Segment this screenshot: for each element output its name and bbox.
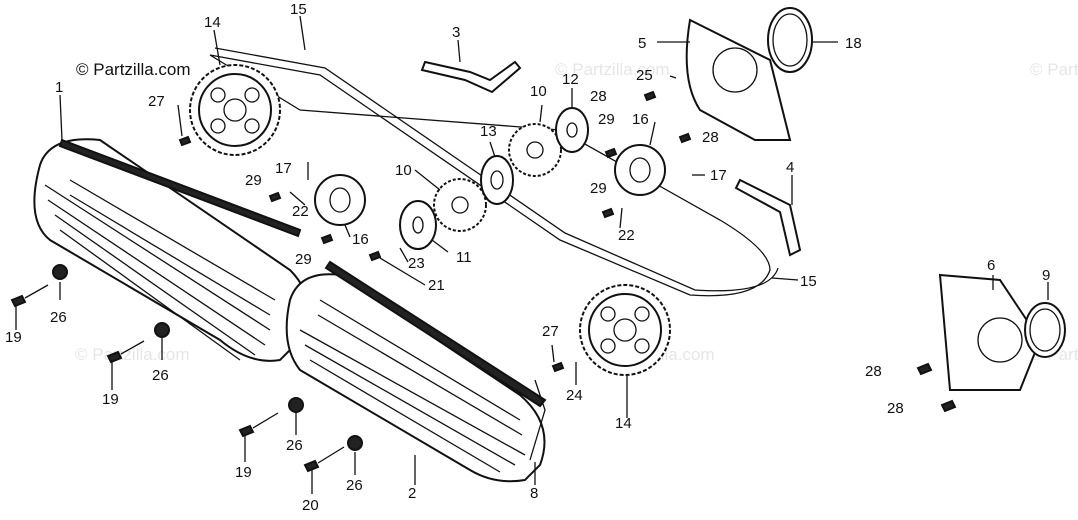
gasket-18 [767,7,813,73]
callout-12: 12 [562,71,579,88]
callout-28c: 28 [865,363,882,380]
bracket-3 [420,60,522,94]
callout-16a: 16 [352,231,369,248]
callout-22a: 22 [292,203,309,220]
callout-11: 11 [456,249,472,266]
callout-29b: 29 [295,251,312,268]
callout-28b: 28 [702,129,719,146]
callout-26a: 26 [50,309,67,326]
nuts [52,264,363,451]
callout-25: 25 [636,67,653,84]
watermark-3: © Partzilla.com [75,345,190,364]
callout-23: 23 [408,255,425,272]
callout-29c: 29 [598,111,615,128]
callout-28a: 28 [590,88,607,105]
cover-right [285,260,547,483]
callout-10a: 10 [395,162,412,179]
callout-1: 1 [55,79,63,96]
callout-4: 4 [786,159,794,176]
callout-24: 24 [566,387,583,404]
callout-13: 13 [480,123,497,140]
callout-21: 21 [428,277,445,294]
callout-15a: 15 [290,1,307,18]
plate-5 [685,18,792,141]
callout-9: 9 [1042,267,1050,284]
callout-3: 3 [452,24,460,41]
callout-6: 6 [987,257,995,274]
cover-left [33,138,309,362]
gear-lower-center [579,284,671,376]
flange-13 [480,155,514,205]
callout-29d: 29 [590,180,607,197]
leader-lines [15,15,1049,494]
callout-5: 5 [638,35,646,52]
washer-12 [555,107,589,153]
callout-22b: 22 [618,227,635,244]
tensioner-left [314,174,366,226]
callout-17a: 17 [275,160,292,177]
callout-14b: 14 [615,415,632,432]
callout-19a: 19 [5,329,22,346]
callout-28d: 28 [887,400,904,417]
callout-18: 18 [845,35,862,52]
callout-17b: 17 [710,167,727,184]
callout-16b: 16 [632,111,649,128]
callout-8: 8 [530,485,538,502]
callout-15b: 15 [800,273,817,290]
callout-10b: 10 [530,83,547,100]
callout-27b: 27 [542,323,559,340]
callout-26c: 26 [286,437,303,454]
callout-27a: 27 [148,93,165,110]
small-gear-10a [433,178,487,232]
plate-6 [938,273,1042,391]
tensioner-right [614,144,666,196]
callout-26b: 26 [152,367,169,384]
callout-20: 20 [302,497,319,514]
gear-upper-left [189,64,281,156]
callout-2: 2 [408,485,416,502]
timing-belt [209,47,779,297]
copyright-text: © Partzilla.com [76,60,191,79]
callout-19b: 19 [102,391,119,408]
belt-8-cord [529,379,546,461]
callouts: 1 2 3 4 5 6 8 9 10 10 11 12 13 14 14 15 … [5,1,1050,514]
bracket-4 [734,178,802,257]
callout-19c: 19 [235,464,252,481]
small-gear-10b [508,123,562,177]
callout-26d: 26 [346,477,363,494]
watermark-2: © Partzilla.com [1030,60,1078,79]
callout-29a: 29 [245,172,262,189]
bolts [10,90,957,473]
washer-23 [399,200,437,250]
gasket-9 [1024,302,1066,358]
watermark-1: © Partzilla.com [555,60,670,79]
callout-14a: 14 [204,14,221,31]
